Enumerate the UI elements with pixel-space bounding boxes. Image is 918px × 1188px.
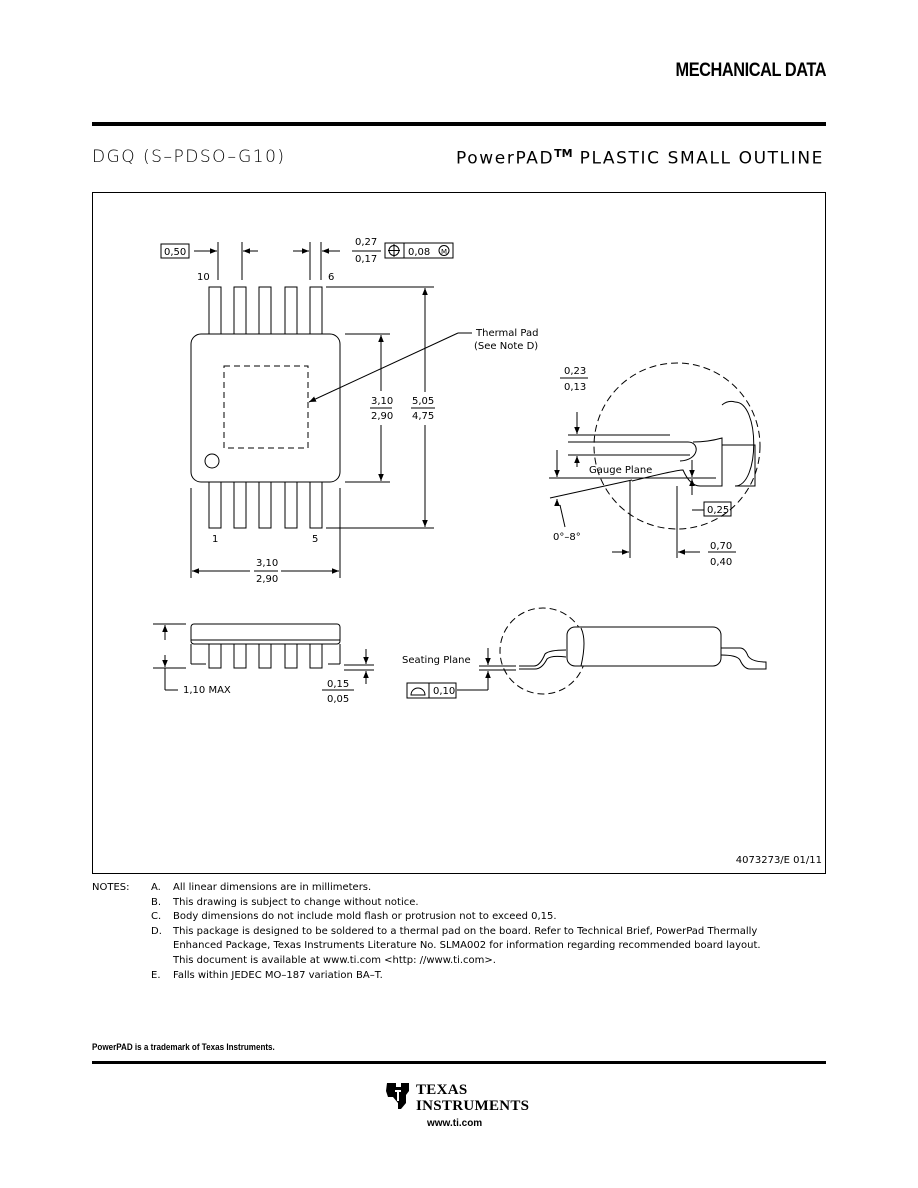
thermal-pad-note: (See Note D) (474, 341, 538, 352)
header-title: MECHANICAL DATA (675, 60, 826, 81)
company-url[interactable]: www.ti.com (427, 1118, 483, 1129)
body-length-max: 3,10 (256, 558, 278, 569)
pin-5-label: 5 (312, 534, 318, 545)
notes-section: NOTES: A. All linear dimensions are in m… (92, 881, 792, 983)
pin-10-label: 10 (197, 272, 210, 283)
top-leads (208, 286, 323, 338)
package-body (190, 333, 341, 483)
company-name-line1: TEXAS (416, 1082, 468, 1098)
note-d: D. This package is designed to be solder… (151, 925, 761, 966)
lead-angle: 0°–8° (553, 532, 581, 543)
standoff-max: 0,15 (327, 679, 349, 690)
pin1-marker (204, 453, 220, 469)
thermal-pad-outline (223, 365, 309, 449)
body-width-max: 3,10 (371, 396, 393, 407)
pitch-label: 0,50 (164, 247, 186, 258)
bottom-rule (92, 1061, 826, 1064)
note-b: B. This drawing is subject to change wit… (151, 896, 419, 908)
note-e: E. Falls within JEDEC MO–187 variation B… (151, 969, 383, 981)
trademark-symbol: TM (554, 147, 573, 160)
lead-width-min: 0,17 (355, 254, 377, 265)
mmc-symbol: M (441, 248, 447, 256)
pin-6-label: 6 (328, 272, 334, 283)
package-desc-suffix: PLASTIC SMALL OUTLINE (572, 148, 824, 169)
total-length-max: 5,05 (412, 396, 434, 407)
note-a: NOTES: A. All linear dimensions are in m… (92, 881, 792, 896)
detail-circle (593, 362, 761, 530)
foot-length-min: 0,40 (710, 557, 732, 568)
gauge-dimension: 0,25 (707, 505, 729, 516)
drawing-frame (92, 192, 826, 874)
seating-plane-label: Seating Plane (402, 655, 471, 666)
body-width-min: 2,90 (371, 411, 393, 422)
ti-logo-icon (386, 1083, 409, 1109)
standoff-min: 0,05 (327, 694, 349, 705)
total-length-min: 4,75 (412, 411, 434, 422)
company-name-line2: INSTRUMENTS (416, 1098, 530, 1114)
package-description: PowerPADTM PLASTIC SMALL OUTLINE (456, 147, 824, 169)
pin-1-label: 1 (212, 534, 218, 545)
lead-width-max: 0,27 (355, 237, 377, 248)
top-rule (92, 122, 826, 126)
position-tolerance: 0,08 (408, 247, 430, 258)
coplanarity-value: 0,10 (433, 686, 455, 697)
notes-heading: NOTES: (92, 882, 130, 893)
note-c: C. Body dimensions do not include mold f… (151, 911, 557, 923)
lead-thickness-min: 0,13 (564, 382, 586, 393)
package-id: DGQ (S–PDSO–G10) (92, 147, 286, 167)
foot-length-max: 0,70 (710, 541, 732, 552)
bottom-leads (208, 477, 323, 529)
body-length-min: 2,90 (256, 574, 278, 585)
package-desc-prefix: PowerPAD (456, 148, 555, 169)
gauge-plane-label: Gauge Plane (589, 465, 652, 476)
thermal-pad-label: Thermal Pad (475, 328, 538, 339)
drawing-id: 4073273/E 01/11 (736, 855, 822, 866)
trademark-notice: PowerPAD is a trademark of Texas Instrum… (92, 1042, 275, 1053)
lead-thickness-max: 0,23 (564, 366, 586, 377)
side-view (190, 623, 341, 669)
height-max: 1,10 MAX (183, 685, 231, 696)
